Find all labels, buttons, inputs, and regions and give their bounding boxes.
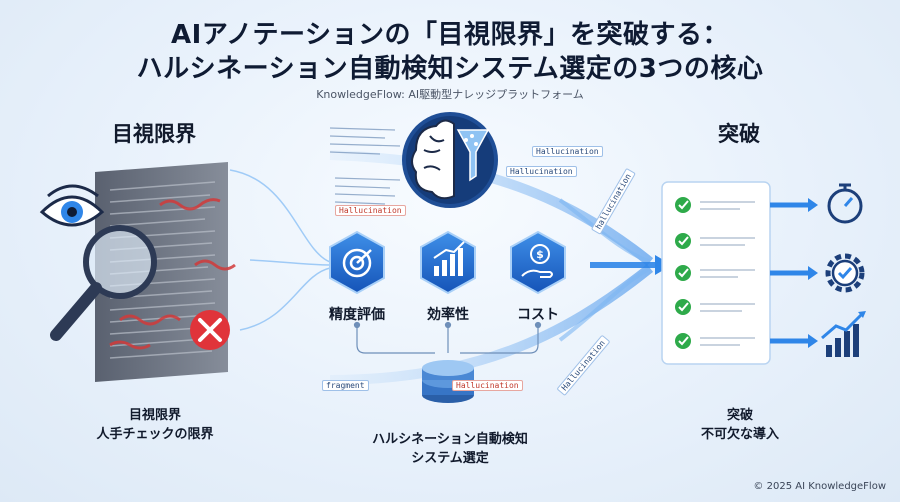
connector-lines <box>353 321 542 354</box>
right-heading: 突破 <box>718 122 760 146</box>
right-caption-line1: 突破 <box>726 408 753 423</box>
right-caption: 突破 不可欠な導入 <box>680 406 800 444</box>
criterion-label-precision: 精度評価 <box>329 307 385 323</box>
error-x-icon <box>190 310 230 350</box>
tag-hallucination-4: Hallucination <box>335 205 406 216</box>
page-subtitle: KnowledgeFlow: AI駆動型ナレッジプラットフォーム <box>316 88 584 101</box>
magnifier-icon <box>50 225 157 341</box>
hex-precision <box>329 230 385 295</box>
outcome-arrows <box>770 198 818 348</box>
center-caption: ハルシネーション自動検知 システム選定 <box>340 430 560 468</box>
bar-chart-icon <box>433 241 465 276</box>
stopwatch-icon <box>827 183 863 224</box>
gear-check-icon <box>825 253 865 293</box>
center-caption-line2: システム選定 <box>411 451 489 466</box>
tag-hallucination-6: Hallucination <box>532 146 603 157</box>
page-title-line2: ハルシネーション自動検知システム選定の3つの核心 <box>136 54 764 84</box>
left-caption-line2: 人手チェックの限界 <box>96 427 214 442</box>
copyright: © 2025 AI KnowledgeFlow <box>753 481 886 492</box>
hex-cost: $ <box>510 230 566 295</box>
page-title-line1: AIアノテーションの「目視限界」を突破する： <box>171 20 729 50</box>
target-icon <box>342 248 372 278</box>
tag-hallucination-1: Hallucination <box>506 166 577 177</box>
left-caption: 目視限界 人手チェックの限界 <box>60 406 250 444</box>
eye-icon <box>39 184 105 227</box>
checklist-card <box>661 181 771 365</box>
left-caption-line1: 目視限界 <box>128 408 181 423</box>
growth-chart-icon <box>821 311 866 357</box>
ai-brain-icon <box>402 112 498 208</box>
right-caption-line2: 不可欠な導入 <box>700 427 779 442</box>
criterion-label-cost: コスト <box>517 307 559 323</box>
coin-hand-icon: $ <box>521 244 553 278</box>
tag-fragment: fragment <box>322 380 369 391</box>
tag-hallucination-2: Hallucination <box>452 380 523 391</box>
criterion-label-efficiency: 効率性 <box>427 307 469 323</box>
database-icon <box>422 360 474 403</box>
center-caption-line1: ハルシネーション自動検知 <box>372 432 528 447</box>
svg-text:$: $ <box>536 248 544 261</box>
flow-lines-left <box>229 169 331 331</box>
text-fragments <box>329 127 401 213</box>
left-heading: 目視限界 <box>112 122 196 146</box>
hex-efficiency <box>420 230 476 295</box>
